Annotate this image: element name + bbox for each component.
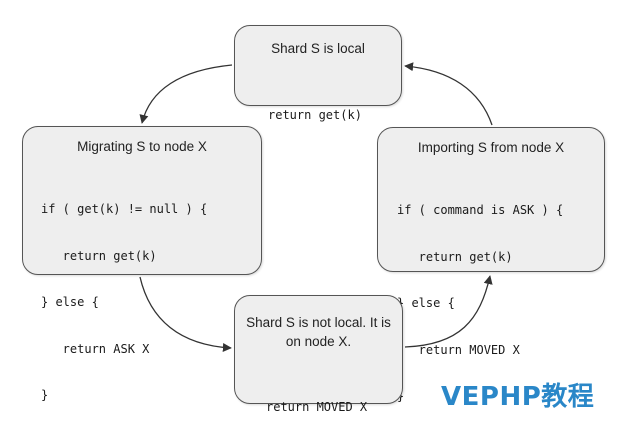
node-migrating: Migrating S to node X if ( get(k) != nul… <box>22 126 262 402</box>
code-line: } else { <box>41 295 99 309</box>
code-block: if ( command is ASK ) { return get(k) } … <box>397 172 563 436</box>
code-line: return get(k) <box>397 249 513 264</box>
node-shard-not-local: Shard S is not local. It is on node X. r… <box>234 295 403 414</box>
node-title: Migrating S to node X <box>77 139 207 154</box>
code-block: return MOVED X <box>266 369 367 447</box>
node-title: Shard S is local <box>271 41 365 56</box>
code-block: if ( get(k) != null ) { return get(k) } … <box>41 171 207 435</box>
code-line: if ( command is ASK ) { <box>397 203 564 217</box>
node-title: Importing S from node X <box>417 140 565 155</box>
node-importing: Importing S from node X if ( command is … <box>377 127 605 403</box>
code-line: return MOVED X <box>266 400 368 414</box>
arrow-local-to-migrating <box>139 64 233 124</box>
code-line: return MOVED X <box>397 342 520 357</box>
code-line: return get(k) <box>268 108 362 122</box>
code-line: return ASK X <box>41 341 150 356</box>
code-line: } <box>41 388 49 402</box>
code-line: if ( get(k) != null ) { <box>41 202 208 216</box>
code-line: } else { <box>397 296 455 310</box>
node-shard-local: Shard S is local return get(k) <box>234 25 402 122</box>
arrow-importing-to-local <box>404 62 493 126</box>
node-title: Shard S is not local. It is on node X. <box>246 315 391 349</box>
code-line: return get(k) <box>41 248 157 263</box>
watermark-logo: VEPHP教程 <box>441 382 595 412</box>
code-block: return get(k) <box>268 77 362 155</box>
